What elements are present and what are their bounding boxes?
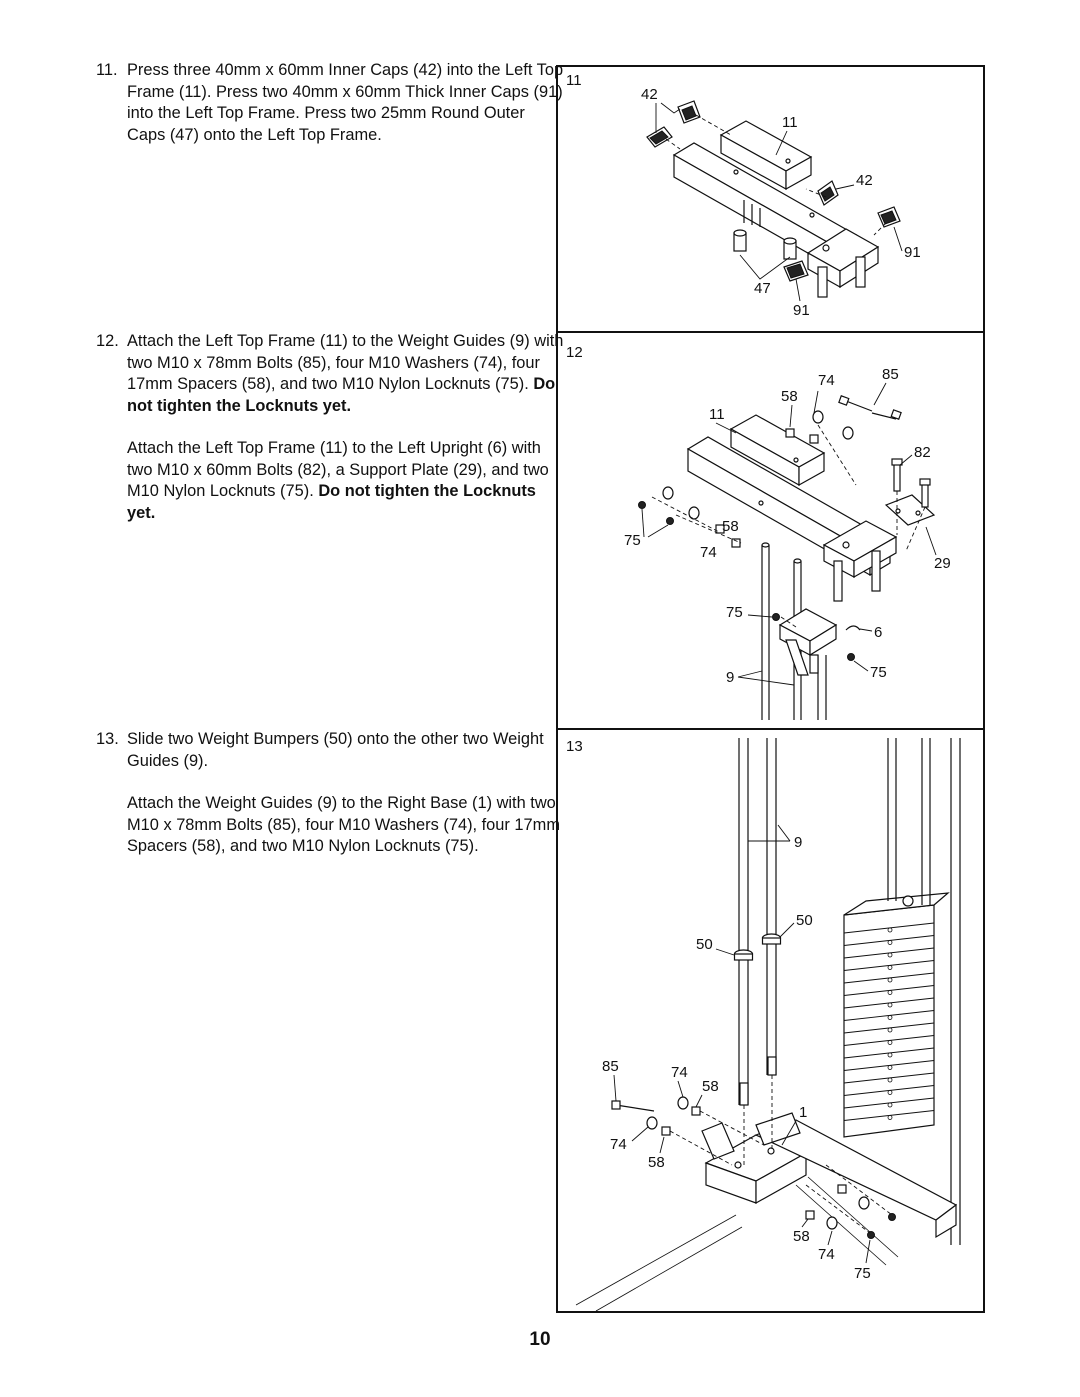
weight-plate-pin-hole xyxy=(887,940,893,945)
callout-label: 1 xyxy=(799,1104,807,1121)
figure-step-13: 13 xyxy=(566,738,961,1312)
callout-label: 74 xyxy=(610,1136,627,1153)
panel-number: 13 xyxy=(566,738,583,755)
callout-label: 82 xyxy=(914,444,931,461)
warning-text: Do not tighten the Locknuts yet. xyxy=(127,482,536,522)
callout-label: 47 xyxy=(754,280,771,297)
weight-plate-pin-hole xyxy=(887,1015,893,1020)
washer-74 xyxy=(662,410,854,520)
step-13: 13. Slide two Weight Bumpers (50) onto t… xyxy=(96,729,567,858)
step-number: 12. xyxy=(96,332,119,350)
locknut-75 xyxy=(638,501,855,661)
right-base-part xyxy=(575,1112,958,1312)
callout-label: 75 xyxy=(726,604,743,621)
weight-bumper-50 xyxy=(733,933,782,961)
step-paragraph: Press three 40mm x 60mm Inner Caps (42) … xyxy=(127,61,564,144)
callout-label: 29 xyxy=(934,555,951,572)
callout-label: 74 xyxy=(671,1064,688,1081)
callout-label: 58 xyxy=(793,1228,810,1245)
figure-step-12: 12 xyxy=(566,344,951,720)
washer-74 xyxy=(646,1096,870,1230)
step-number: 13. xyxy=(96,730,119,748)
callout-label: 9 xyxy=(794,834,802,851)
assembly-diagrams: .part { fill: #fff; stroke: #111; stroke… xyxy=(566,72,961,1312)
callout-label: 75 xyxy=(624,532,641,549)
callout-label: 74 xyxy=(818,1246,835,1263)
weight-plate-pin-hole xyxy=(887,1052,893,1058)
thick-inner-cap-91 xyxy=(877,206,901,228)
warning-text: Do not tighten the Locknuts yet. xyxy=(127,375,556,415)
bolt-85 xyxy=(611,1100,655,1112)
weight-plate-pin-hole xyxy=(887,1115,893,1120)
left-upright-part xyxy=(778,608,861,676)
callout-label: 58 xyxy=(648,1154,665,1171)
weight-plate-pin-hole xyxy=(887,965,893,970)
callout-label: 58 xyxy=(702,1078,719,1095)
step-11: 11. Press three 40mm x 60mm Inner Caps (… xyxy=(96,60,567,146)
callout-label: 58 xyxy=(722,518,739,535)
left-top-frame-part xyxy=(672,120,880,298)
weight-plate-pin-hole xyxy=(887,952,893,958)
step-paragraph: Slide two Weight Bumpers (50) onto the o… xyxy=(127,730,544,770)
callout-label: 50 xyxy=(796,912,813,929)
callout-label: 6 xyxy=(874,624,882,641)
thick-inner-cap-91 xyxy=(783,260,809,282)
weight-plate-pin-hole xyxy=(887,1027,893,1033)
callout-label: 91 xyxy=(793,302,810,319)
callout-label: 74 xyxy=(700,544,717,561)
step-paragraph: Attach the Left Top Frame (11) to the We… xyxy=(127,332,564,415)
inner-cap-42 xyxy=(646,126,673,148)
figure-box xyxy=(556,65,985,1313)
locknut-75 xyxy=(867,1213,896,1239)
weight-plate-pin-hole xyxy=(887,1002,893,1008)
left-top-frame-part xyxy=(686,414,898,602)
panel-divider xyxy=(556,331,985,333)
callout-label: 85 xyxy=(882,366,899,383)
spacer-58 xyxy=(715,428,819,548)
callout-label: 42 xyxy=(856,172,873,189)
callout-label: 9 xyxy=(726,669,734,686)
weight-plate-pin-hole xyxy=(887,990,893,995)
weight-plate-pin-hole xyxy=(887,1065,893,1070)
callout-label: 91 xyxy=(904,244,921,261)
callout-label: 58 xyxy=(781,388,798,405)
callout-label: 11 xyxy=(709,406,725,423)
weight-plate-pin-hole xyxy=(887,927,893,933)
weight-guide-part xyxy=(738,738,777,1106)
step-number: 11. xyxy=(96,61,118,79)
callout-label: 42 xyxy=(641,86,658,103)
callout-label: 85 xyxy=(602,1058,619,1075)
stack-plates xyxy=(843,922,935,1121)
panel-number: 12 xyxy=(566,344,583,361)
inner-cap-42 xyxy=(677,100,701,124)
panel-number: 11 xyxy=(566,72,582,89)
callout-label: 11 xyxy=(782,114,798,131)
callout-label: 74 xyxy=(818,372,835,389)
callout-label: 75 xyxy=(854,1265,871,1282)
page-number: 10 xyxy=(529,1329,551,1350)
weight-plate-pin-hole xyxy=(887,977,893,983)
bolt-85 xyxy=(838,395,902,420)
step-paragraph: Attach the Weight Guides (9) to the Righ… xyxy=(127,794,560,855)
inner-cap-42 xyxy=(817,180,839,206)
figure-step-11: 11 xyxy=(566,72,921,319)
callout-label: 50 xyxy=(696,936,713,953)
step-paragraph: Attach the Left Top Frame (11) to the Le… xyxy=(127,439,549,522)
weight-plate-pin-hole xyxy=(887,1090,893,1095)
panel-divider xyxy=(556,728,985,730)
step-12: 12. Attach the Left Top Frame (11) to th… xyxy=(96,331,567,524)
weight-plate-pin-hole xyxy=(887,1040,893,1045)
weight-plate-pin-hole xyxy=(887,1102,893,1108)
callout-label: 75 xyxy=(870,664,887,681)
weight-plate-pin-hole xyxy=(887,1077,893,1083)
